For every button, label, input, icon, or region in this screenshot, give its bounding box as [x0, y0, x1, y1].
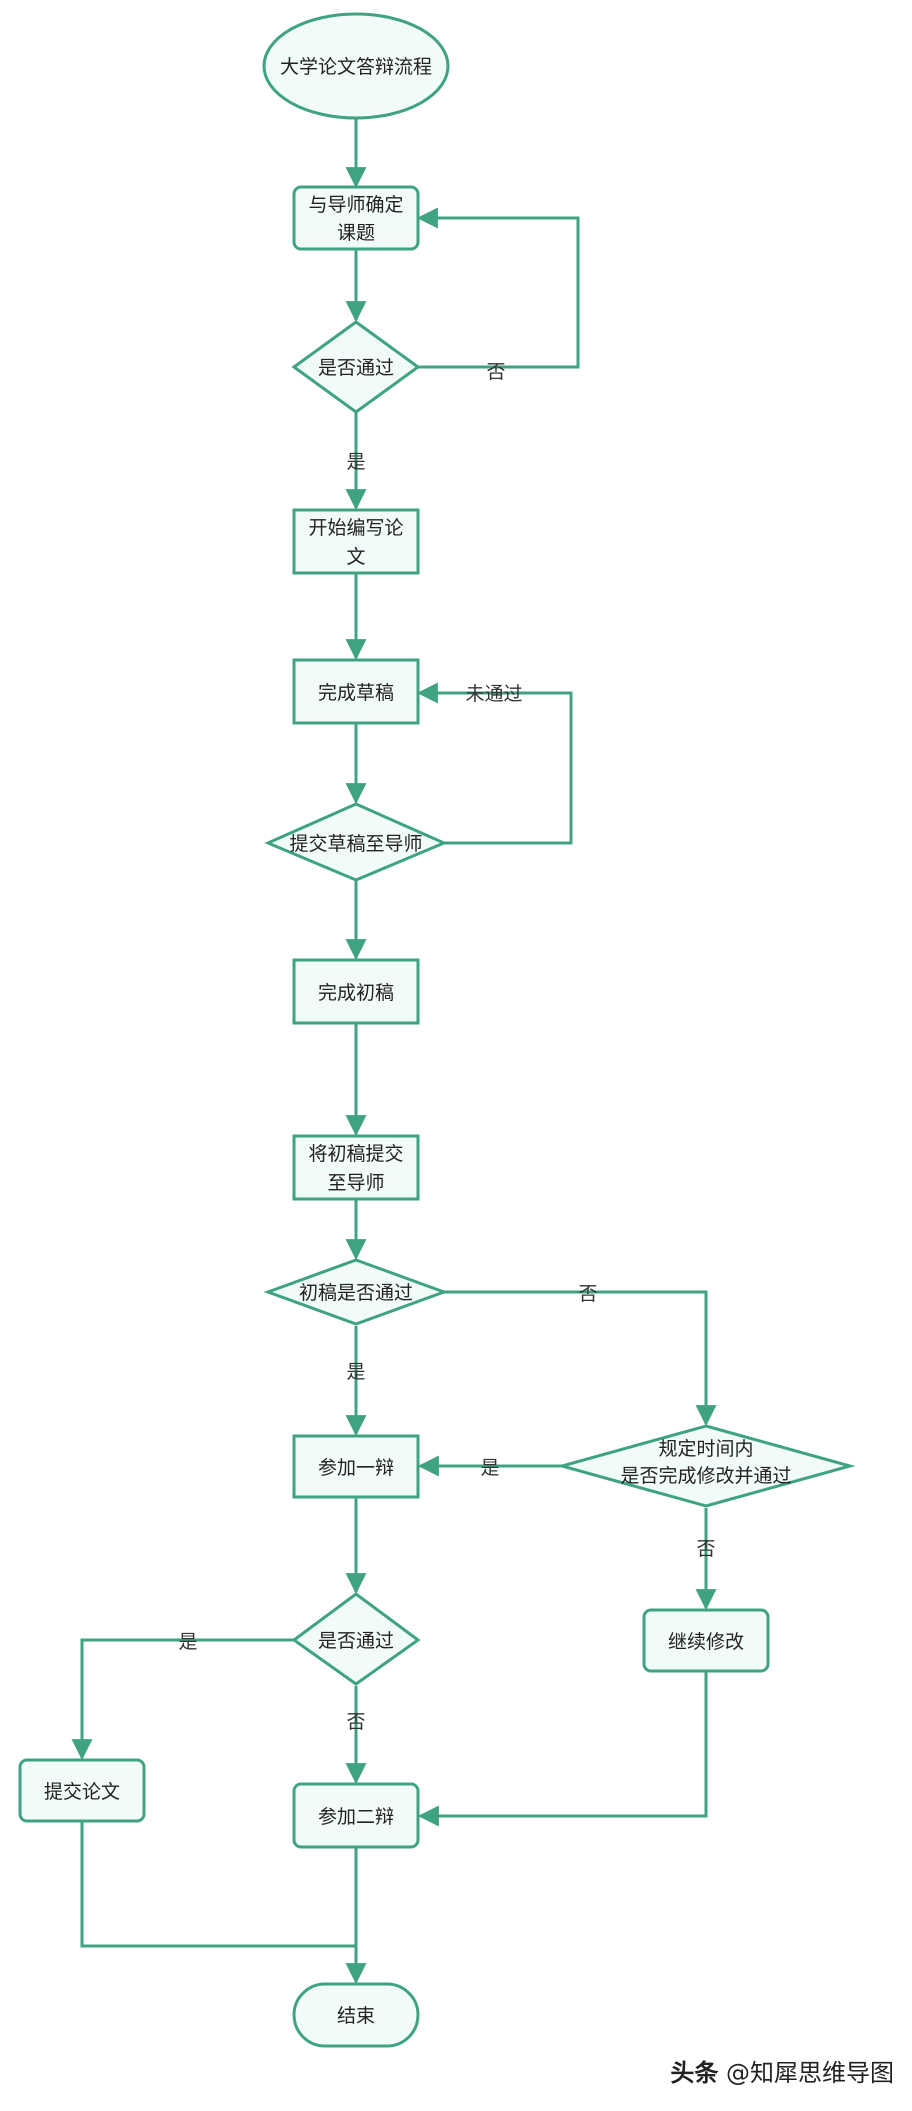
submit-first-label-line1: 将初稿提交	[308, 1143, 403, 1165]
keep-revising-label: 继续修改	[668, 1631, 744, 1653]
start-writing-label-line2: 文	[346, 546, 365, 568]
defense1-node: 参加一辩	[292, 1434, 420, 1499]
edge-labels: 否 是 未通过 否 是 是 否 是 否	[178, 361, 715, 1733]
edge-revise-to-defense2	[417, 1672, 708, 1827]
edge-label-draft-fail: 未通过	[465, 683, 522, 705]
edge-thesis-merge	[80, 1822, 356, 1948]
end-label: 结束	[337, 2005, 375, 2027]
edge-label-topic-yes: 是	[346, 451, 365, 473]
edge-label-defense1-yes: 是	[178, 1631, 197, 1653]
start-node: 大学论文答辩流程	[262, 12, 450, 120]
watermark-text: @知犀思维导图	[726, 2059, 894, 2087]
submit-thesis-node: 提交论文	[18, 1758, 146, 1823]
submit-first-node: 将初稿提交 至导师	[292, 1134, 420, 1201]
start-writing-label-line1: 开始编写论	[308, 517, 403, 539]
edge-topic-no-loop	[416, 207, 580, 369]
end-node: 结束	[292, 1982, 420, 2048]
edge-label-deadline-yes: 是	[480, 1457, 499, 1479]
defense1-label: 参加一辩	[318, 1457, 394, 1479]
edge-label-first-no: 否	[578, 1283, 597, 1305]
first-pass-decision: 初稿是否通过	[263, 1258, 449, 1326]
topic-pass-label: 是否通过	[318, 357, 394, 379]
defense1-pass-label: 是否通过	[318, 1630, 394, 1652]
first-draft-node: 完成初稿	[292, 958, 420, 1025]
watermark-logo: 头条	[670, 2059, 719, 2087]
edge-label-deadline-no: 否	[696, 1538, 715, 1560]
finish-draft-node: 完成草稿	[292, 658, 420, 725]
start-label: 大学论文答辩流程	[280, 56, 432, 78]
first-pass-label: 初稿是否通过	[299, 1282, 413, 1304]
confirm-topic-node: 与导师确定 课题	[292, 185, 420, 251]
topic-pass-decision: 是否通过	[291, 320, 421, 414]
submit-draft-decision: 提交草稿至导师	[264, 802, 448, 882]
deadline-check-label-line2: 是否完成修改并通过	[620, 1465, 791, 1487]
keep-revising-node: 继续修改	[642, 1608, 770, 1673]
submit-first-label-line2: 至导师	[327, 1172, 384, 1194]
confirm-topic-label-line2: 课题	[337, 222, 375, 244]
first-draft-label: 完成初稿	[318, 982, 394, 1004]
submit-draft-label: 提交草稿至导师	[289, 833, 422, 855]
edge-label-defense1-no: 否	[346, 1711, 365, 1733]
finish-draft-label: 完成草稿	[318, 682, 394, 704]
defense2-node: 参加二辩	[292, 1782, 420, 1849]
deadline-check-decision: 规定时间内 是否完成修改并通过	[556, 1424, 856, 1508]
submit-thesis-label: 提交论文	[44, 1781, 120, 1803]
defense1-pass-decision: 是否通过	[291, 1592, 421, 1686]
start-writing-node: 开始编写论 文	[292, 508, 420, 575]
edge-first-no	[444, 1290, 717, 1427]
edge-draft-fail-loop	[416, 682, 573, 845]
deadline-check-label-line1: 规定时间内	[658, 1438, 753, 1460]
edge-label-topic-no: 否	[486, 361, 505, 383]
confirm-topic-label-line1: 与导师确定	[308, 194, 403, 216]
edges	[71, 118, 717, 1985]
watermark: 头条 @知犀思维导图	[670, 2053, 894, 2088]
edge-label-first-yes: 是	[346, 1361, 365, 1383]
defense2-label: 参加二辩	[318, 1806, 394, 1828]
edge-defense1-yes	[71, 1638, 294, 1761]
